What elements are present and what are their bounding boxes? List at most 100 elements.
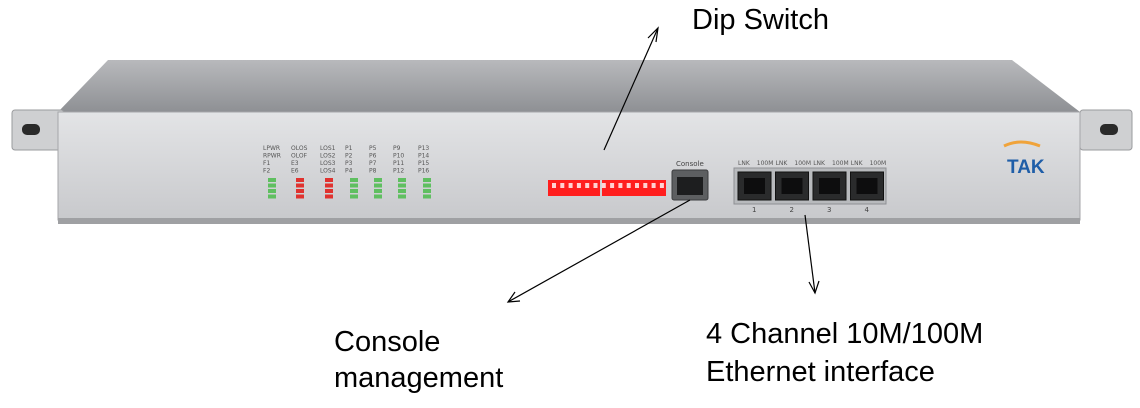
ethernet-header-label: LNK (851, 160, 864, 167)
ethernet-callout-line2: Ethernet interface (706, 356, 935, 388)
dip-switch-lever[interactable] (651, 183, 656, 188)
console-callout-line1: Console (334, 326, 441, 358)
ethernet-port-jack (781, 178, 803, 194)
led-indicator (325, 194, 333, 199)
dip-switch-lever[interactable] (560, 183, 565, 188)
led-label: P2 (345, 153, 353, 160)
led-indicator (350, 178, 358, 182)
led-indicator (374, 183, 382, 188)
ethernet-port-number: 4 (865, 206, 870, 214)
annotation-arrows (506, 26, 820, 303)
rack-ear-right-slot (1100, 124, 1118, 135)
led-indicator (268, 194, 276, 199)
led-indicator (374, 178, 382, 182)
led-indicator (296, 189, 304, 193)
led-label: P5 (369, 145, 377, 152)
dip-switch-lever[interactable] (626, 183, 631, 188)
dip-switch-lever[interactable] (568, 183, 573, 188)
led-label: P6 (369, 153, 377, 160)
led-label: LOS4 (320, 168, 336, 175)
led-indicator (350, 189, 358, 193)
dip-switch-lever[interactable] (643, 183, 648, 188)
ethernet-ports[interactable] (737, 171, 884, 201)
dip-switch-area[interactable] (548, 180, 666, 196)
led-label: OLOF (291, 153, 308, 160)
led-label: P11 (393, 160, 404, 167)
led-indicator (296, 183, 304, 188)
console-callout-line2: management (334, 362, 504, 394)
led-indicator (374, 189, 382, 193)
led-label: OLOS (291, 145, 308, 152)
led-label: F2 (263, 168, 270, 175)
led-label: LOS2 (320, 153, 336, 160)
front-panel (57, 111, 1081, 221)
led-indicator (268, 189, 276, 193)
ethernet-header-label: 100M (794, 160, 811, 167)
ethernet-header-label: LNK (813, 160, 826, 167)
led-indicator (325, 178, 333, 182)
led-indicator (398, 178, 406, 182)
ethernet-port-number: 2 (790, 206, 794, 214)
rack-ear-left-slot (22, 124, 40, 135)
led-label: P16 (418, 168, 429, 175)
console-port-label: Console (676, 160, 704, 168)
led-label: P1 (345, 145, 353, 152)
arrow-dip-switch (603, 27, 659, 151)
dip-switch-lever[interactable] (635, 183, 639, 188)
dip-switch-lever[interactable] (585, 183, 590, 188)
dip-switch-lever[interactable] (659, 183, 664, 188)
dip-switch-lever[interactable] (576, 183, 581, 188)
arrow-ethernet (804, 214, 816, 294)
led-label: P4 (345, 168, 353, 175)
led-indicator (423, 178, 431, 182)
led-indicator (325, 189, 333, 193)
led-label: P8 (369, 168, 377, 175)
ethernet-port-jack (856, 178, 878, 194)
led-label: P9 (393, 145, 401, 152)
dip-switch-bank-2[interactable] (602, 180, 666, 196)
ethernet-header-label: 100M (832, 160, 849, 167)
led-indicator (350, 194, 358, 199)
led-indicator-area: LPWRRPWRF1F2OLOSOLOFE3E6LOS1LOS2LOS3LOS4… (263, 145, 431, 199)
led-indicator (325, 183, 333, 188)
panel-bottom-edge (58, 218, 1080, 224)
arrowhead-console (506, 291, 521, 303)
led-label: P14 (418, 153, 429, 160)
led-label: P7 (369, 160, 377, 167)
led-label: P3 (345, 160, 353, 167)
console-port-jack (677, 177, 703, 195)
led-indicator (423, 189, 431, 193)
ethernet-port-jack (819, 178, 840, 194)
dip-switch-lever[interactable] (601, 183, 606, 188)
led-label: P13 (418, 145, 429, 152)
led-indicator (296, 194, 304, 199)
led-indicator (398, 183, 406, 188)
ethernet-port-jack (744, 178, 765, 194)
dip-switch-lever[interactable] (593, 183, 598, 188)
led-indicator (423, 194, 431, 199)
dip-switch-lever[interactable] (618, 183, 623, 188)
ethernet-callout-line1: 4 Channel 10M/100M (706, 318, 984, 350)
ethernet-port-number: 3 (827, 206, 831, 214)
led-indicator (398, 194, 406, 199)
arrowhead-dip-switch (647, 26, 659, 43)
ethernet-port-number: 1 (752, 206, 756, 214)
ethernet-header-label: LNK (738, 160, 751, 167)
led-label: P15 (418, 160, 429, 167)
led-indicator (268, 178, 276, 182)
led-indicator (350, 183, 358, 188)
led-indicator (374, 194, 382, 199)
led-label: LOS1 (320, 145, 336, 152)
led-label: P10 (393, 153, 404, 160)
led-label: F1 (263, 160, 270, 167)
led-label: LOS3 (320, 160, 336, 167)
dip-switch-lever[interactable] (610, 183, 615, 188)
arrow-console (507, 199, 691, 303)
led-indicator (398, 189, 406, 193)
led-indicator (268, 183, 276, 188)
ethernet-header-label: LNK (776, 160, 789, 167)
led-label: P12 (393, 168, 404, 175)
dip-switch-lever[interactable] (552, 183, 556, 188)
